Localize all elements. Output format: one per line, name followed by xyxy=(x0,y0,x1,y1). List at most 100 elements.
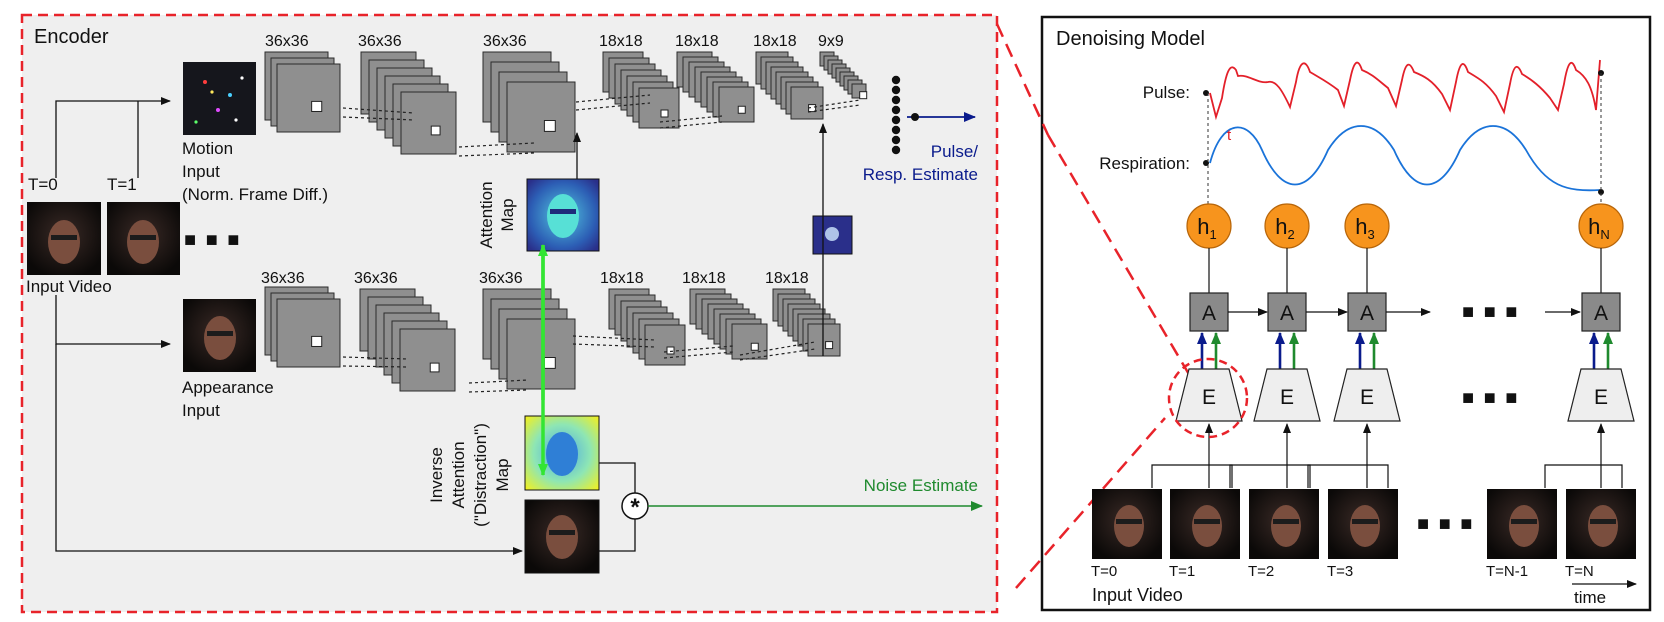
video-frame: T=2 xyxy=(1248,489,1319,580)
face-thumbnail xyxy=(1588,505,1618,547)
connector-line xyxy=(575,94,651,103)
inverse-attention-label: Attention xyxy=(449,441,468,508)
inverse-attention-label: Inverse xyxy=(427,447,446,503)
connector-line xyxy=(468,389,529,393)
encoder-block xyxy=(1333,368,1401,422)
output-node xyxy=(911,113,919,121)
appearance-input-label: Appearance Input xyxy=(182,378,274,420)
connector-line xyxy=(807,99,861,109)
frame-branch-lines xyxy=(1151,464,1623,488)
output-dot xyxy=(891,105,901,115)
second-attention-spot xyxy=(825,227,839,241)
connector-line xyxy=(468,379,529,384)
video-frame: T=N-1 xyxy=(1486,489,1557,580)
frame-branch xyxy=(1151,464,1233,488)
motion-frame-diff xyxy=(183,62,256,135)
glasses xyxy=(51,235,77,240)
output-dot xyxy=(891,115,901,125)
stage-size-label: 18x18 xyxy=(753,33,797,50)
multiply-symbol: * xyxy=(630,494,640,521)
frame-time-label: T=2 xyxy=(1248,563,1274,580)
frames-ellipsis: ■ ■ ■ xyxy=(1417,513,1474,535)
stage-size-label: 18x18 xyxy=(682,270,726,287)
face-thumbnail xyxy=(48,220,80,264)
motion-speck xyxy=(210,90,214,94)
encoder-block-label: E xyxy=(1202,386,1216,409)
encoder-input-video-label: Input Video xyxy=(26,277,112,296)
motion-speck xyxy=(194,120,198,124)
motion-speck xyxy=(234,118,238,122)
pulse-label: Pulse: xyxy=(1143,83,1190,102)
feature-map-layer xyxy=(790,86,824,120)
output-dots xyxy=(891,75,901,155)
connector-line xyxy=(807,104,861,113)
second-attention-map xyxy=(812,123,853,356)
connector-line xyxy=(575,102,651,111)
attention-map-label: Map xyxy=(498,198,517,231)
connector-line xyxy=(739,348,816,361)
glasses xyxy=(1273,519,1299,524)
feature-map-stack xyxy=(264,51,341,133)
feature-map-layer xyxy=(506,81,576,153)
output-dot xyxy=(891,145,901,155)
output-dot xyxy=(891,135,901,145)
feature-map-stack xyxy=(819,51,868,100)
attention-map: Attention Map xyxy=(477,132,600,252)
respiration-end-dot xyxy=(1598,189,1604,195)
respiration-waveform xyxy=(1209,125,1601,192)
encoder-title: Encoder xyxy=(34,26,109,48)
face-thumbnail xyxy=(1192,505,1222,547)
encoder-block-label: E xyxy=(1360,386,1374,409)
receptive-field-marker xyxy=(737,105,746,114)
connector-line xyxy=(572,343,656,348)
face-thumbnail xyxy=(1271,505,1301,547)
face-thumbnail xyxy=(546,515,578,559)
frame-branch xyxy=(1544,464,1623,488)
feature-map-layer xyxy=(276,63,341,133)
receptive-field-marker xyxy=(660,109,669,118)
stage-size-label: 9x9 xyxy=(818,33,844,50)
feature-map-stack xyxy=(676,51,755,123)
output-dot xyxy=(891,75,901,85)
hidden-state-label: h2 xyxy=(1275,214,1294,242)
feature-map-stack xyxy=(482,288,576,390)
appearance-input-line: Appearance xyxy=(182,378,274,397)
encoder-input-arrows xyxy=(55,97,523,555)
face-thumbnail xyxy=(204,316,236,360)
stage-size-label: 36x36 xyxy=(358,33,402,50)
masked-frame xyxy=(524,499,600,574)
motion-input-label: Motion Input (Norm. Frame Diff.) xyxy=(182,139,328,204)
hidden-state-label: h3 xyxy=(1355,214,1374,242)
attention-block xyxy=(1581,292,1621,332)
denoising-input-video-label: Input Video xyxy=(1092,585,1183,605)
video-frame: T=0 xyxy=(1091,489,1162,580)
receptive-field-marker xyxy=(311,335,323,347)
attention-glasses xyxy=(550,209,576,214)
feature-map-layer xyxy=(718,86,755,123)
receptive-field-marker xyxy=(666,346,675,355)
video-frame: T=N xyxy=(1565,489,1636,580)
face-thumbnail xyxy=(1114,505,1144,547)
zoom-line-lower xyxy=(1015,417,1166,589)
attention-block-label: A xyxy=(1280,302,1294,325)
feature-map-stack xyxy=(264,286,341,368)
respiration-label: Respiration: xyxy=(1099,154,1190,173)
arrow-to-motion-input xyxy=(55,97,171,178)
feature-map-stack xyxy=(755,51,824,120)
inverse-attention-label: Map xyxy=(493,458,512,491)
feature-map-layer xyxy=(731,323,768,360)
motion-output: Pulse/ Resp. Estimate xyxy=(863,75,978,184)
glasses xyxy=(1511,519,1537,524)
connector-line xyxy=(659,115,723,123)
stage-size-label: 18x18 xyxy=(600,270,644,287)
encoder-block xyxy=(1567,368,1635,422)
pulse-waveform xyxy=(1209,59,1601,121)
frame-branch xyxy=(1229,464,1311,488)
frame-time-label: T=N xyxy=(1565,563,1594,580)
multiply-node: * Noise Estimate xyxy=(599,462,983,552)
glasses xyxy=(1194,519,1220,524)
